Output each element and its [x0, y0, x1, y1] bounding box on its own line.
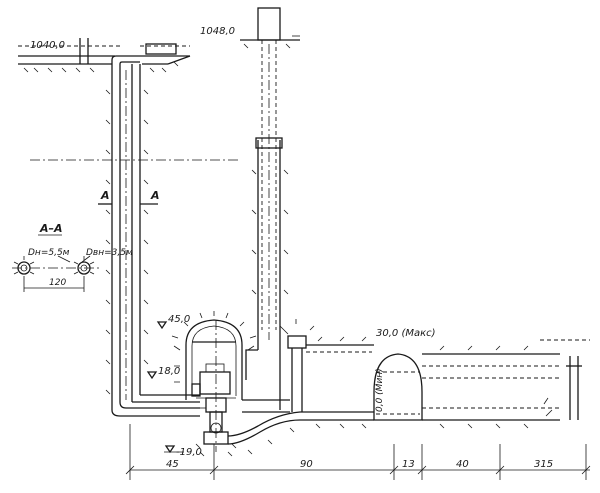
svg-text:-19,0: -19,0 — [176, 447, 202, 458]
tailrace-tunnel — [227, 319, 590, 455]
dim-45: 45 — [166, 459, 179, 470]
vertical-shaft-left — [105, 55, 200, 417]
svg-text:45,0: 45,0 — [168, 314, 190, 325]
elevation-18-marker: 18,0 — [146, 366, 180, 380]
svg-text:18,0: 18,0 — [158, 366, 180, 377]
section-width-dim: 120 — [49, 278, 66, 288]
dim-315: 315 — [534, 459, 553, 470]
dimension-line: 45 90 13 40 315 — [125, 424, 591, 480]
dn-label: Dн=5,5м — [28, 248, 70, 258]
elevation-right-surface: 1048,0 — [200, 26, 235, 37]
section-marker-a: A A — [98, 189, 160, 205]
elevation-45-marker: 45,0 — [156, 314, 190, 330]
elevation-left-surface: 1040,0 — [30, 40, 65, 51]
section-title: A–A — [39, 222, 63, 235]
elevation-bottom-marker: -19,0 — [164, 445, 202, 458]
right-surface — [240, 7, 300, 49]
dim-90: 90 — [300, 459, 313, 470]
section-marker-right: A — [150, 189, 160, 202]
left-surface-ground — [18, 38, 191, 73]
vertical-shaft-right — [245, 40, 289, 410]
section-marker-left: A — [100, 189, 110, 202]
section-a-a-inset: A–A Dн=5,5м Dвн=3,5м 120 — [12, 222, 133, 292]
dim-40: 40 — [456, 459, 469, 470]
elevation-tailrace-max: 30,0 (Макс) — [376, 328, 436, 339]
machine-hall — [171, 311, 257, 457]
elevation-tailrace-min: 0,0 (Мин) — [375, 368, 385, 412]
dvn-label: Dвн=3,5м — [86, 248, 133, 258]
dim-13: 13 — [402, 459, 415, 470]
